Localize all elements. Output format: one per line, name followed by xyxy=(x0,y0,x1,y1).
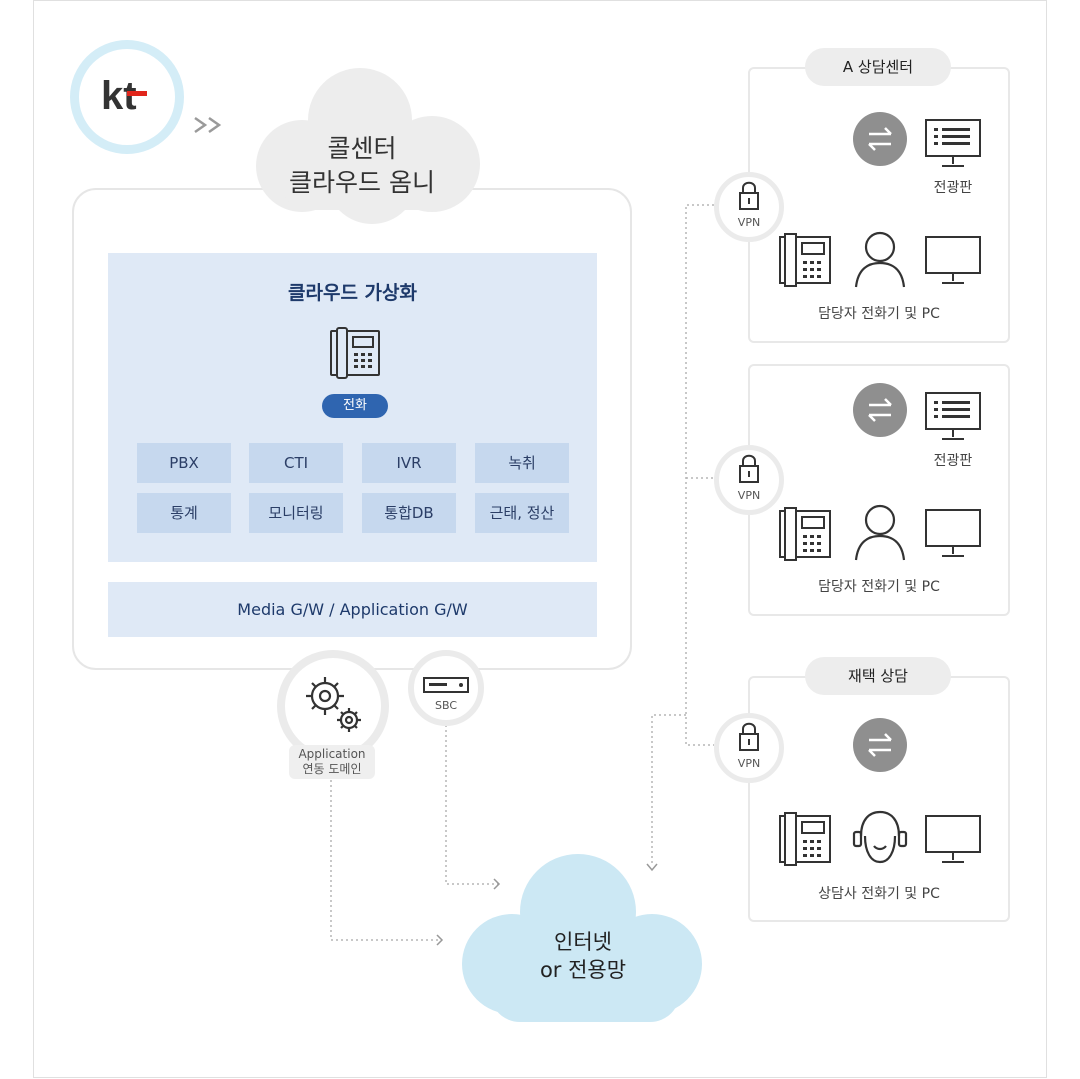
lock-icon xyxy=(739,722,759,751)
internet-label-line2: or 전용망 xyxy=(539,958,627,982)
vpn-lock-b xyxy=(714,445,784,515)
monitor-icon xyxy=(925,815,981,863)
virtualization-title: 클라우드 가상화 xyxy=(288,282,417,304)
module-ivr: IVR xyxy=(362,443,456,483)
module-recording: 녹취 xyxy=(475,443,569,483)
internet-label-line1: 인터넷 xyxy=(554,930,612,954)
gateway-bar: Media G/W / Application G/W xyxy=(108,582,597,637)
vpn-lock-a xyxy=(714,172,784,242)
module-statistics: 통계 xyxy=(137,493,231,533)
desk-phone-icon xyxy=(330,327,380,379)
person-icon xyxy=(854,231,906,288)
monitor-icon xyxy=(925,509,981,557)
cloud-title: 콜센터 클라우드 옴니 xyxy=(262,132,462,200)
transfer-icon xyxy=(853,383,907,437)
sbc-label: SBC xyxy=(434,699,458,712)
double-chevron-icon xyxy=(194,116,222,134)
app-domain-label-line2: 연동 도메인 xyxy=(302,762,362,776)
gears-icon xyxy=(306,677,361,732)
kt-accent-bar xyxy=(127,91,147,96)
module-pbx: PBX xyxy=(137,443,231,483)
module-cti: CTI xyxy=(249,443,343,483)
cloud-title-line2: 클라우드 옴니 xyxy=(289,168,435,197)
site-home-box xyxy=(748,676,1010,922)
display-board-icon xyxy=(925,392,981,440)
cloud-shape xyxy=(256,68,480,224)
transfer-icon xyxy=(853,112,907,166)
svg-text:kt: kt xyxy=(101,75,137,118)
kt-logo: kt xyxy=(70,40,184,154)
headset-icon xyxy=(852,810,908,864)
module-attendance: 근태, 정산 xyxy=(475,493,569,533)
site-b-caption: 담당자 전화기 및 PC xyxy=(818,579,940,595)
display-board-icon xyxy=(925,119,981,167)
vpn-label-home: VPN xyxy=(737,757,761,770)
app-domain-label: Application 연동 도메인 xyxy=(289,745,375,779)
module-integrated-db: 통합DB xyxy=(362,493,456,533)
desk-phone-icon xyxy=(779,507,831,561)
app-domain-label-line1: Application xyxy=(298,747,366,761)
site-home-tag: 재택 상담 xyxy=(805,657,951,695)
internet-cloud-shape xyxy=(462,854,702,1022)
site-a-caption: 담당자 전화기 및 PC xyxy=(818,306,940,322)
diagram-frame xyxy=(33,0,1047,1078)
site-a-box xyxy=(748,67,1010,343)
module-monitoring: 모니터링 xyxy=(249,493,343,533)
lock-icon xyxy=(739,181,759,210)
site-a-tag: A 상담센터 xyxy=(805,48,951,86)
sbc-circle xyxy=(408,650,484,726)
display-board-label: 전광판 xyxy=(933,180,973,196)
internet-label: 인터넷 or 전용망 xyxy=(498,928,668,984)
vpn-label-b: VPN xyxy=(737,489,761,502)
monitor-icon xyxy=(925,236,981,284)
display-board-label: 전광판 xyxy=(933,453,973,469)
site-home-caption: 상담사 전화기 및 PC xyxy=(818,886,940,902)
cloud-title-line1: 콜센터 xyxy=(327,134,397,163)
desk-phone-icon xyxy=(779,233,831,287)
transfer-icon xyxy=(853,718,907,772)
person-icon xyxy=(854,504,906,561)
kt-logo-mark: kt xyxy=(101,75,147,118)
vpn-label-a: VPN xyxy=(737,216,761,229)
server-icon xyxy=(423,677,469,693)
lock-icon xyxy=(739,454,759,483)
app-domain-circle xyxy=(277,650,389,762)
vpn-lock-home xyxy=(714,713,784,783)
phone-pill: 전화 xyxy=(322,394,388,418)
desk-phone-icon xyxy=(779,812,831,866)
